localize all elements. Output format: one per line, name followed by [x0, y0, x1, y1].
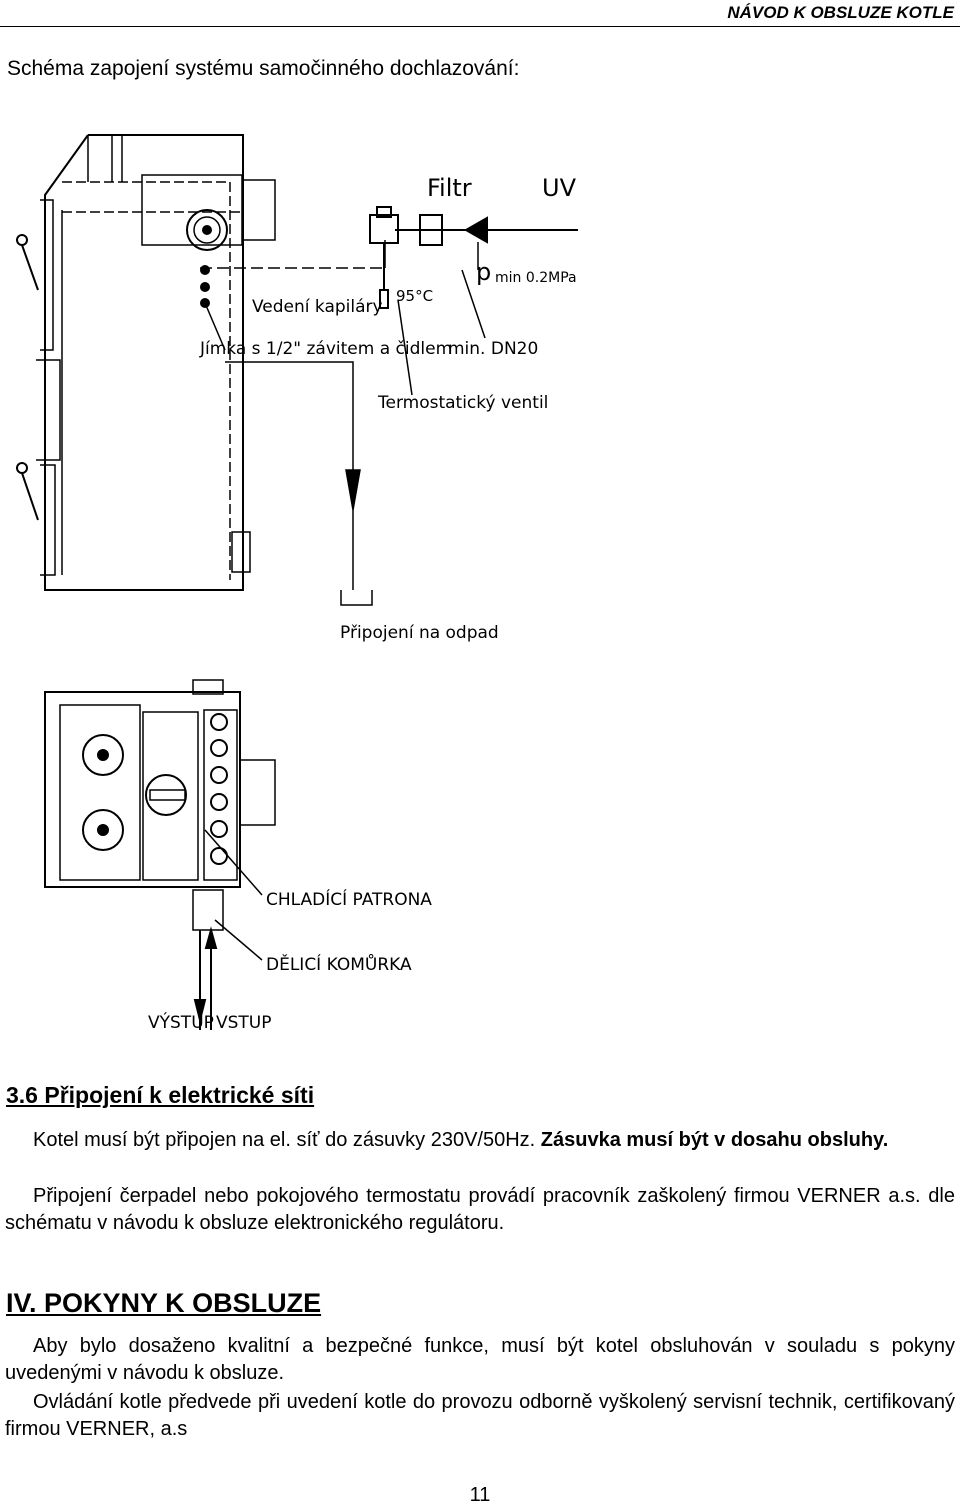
label-pmin: min 0.2MPa	[495, 270, 577, 286]
section-iv-heading: IV. POKYNY K OBSLUZE	[6, 1288, 322, 1318]
schema-labels: Filtr UV p min 0.2MPa 95°C Vedení kapilá…	[199, 174, 577, 643]
detail-labels: CHLADÍCÍ PATRONA DĚLICÍ KOMŮRKA VÝSTUP V…	[148, 888, 432, 1033]
label-filtr: Filtr	[427, 174, 472, 202]
boiler-detail-view	[44, 679, 276, 1030]
section-iv-p1-text: Aby bylo dosaženo kvalitní a bezpečné fu…	[5, 1335, 955, 1384]
section-3-6-p1-text: Kotel musí být připojen na el. síť do zá…	[33, 1129, 541, 1151]
section-3-6-heading: 3.6 Připojení k elektrické síti	[6, 1082, 315, 1108]
label-odpad: Připojení na odpad	[340, 623, 499, 643]
label-temp: 95°C	[396, 287, 433, 305]
label-jimka: Jímka s 1/2" závitem a čidlem	[199, 339, 452, 359]
section-3-6-p2-text: Připojení čerpadel nebo pokojového termo…	[5, 1185, 955, 1234]
label-vedeni: Vedení kapiláry	[252, 297, 383, 317]
label-patrona: CHLADÍCÍ PATRONA	[266, 888, 432, 910]
header-rule	[0, 26, 960, 27]
section-3-6-paragraph-2: Připojení čerpadel nebo pokojového termo…	[5, 1183, 955, 1237]
label-uv: UV	[542, 174, 577, 202]
label-komurka: DĚLICÍ KOMŮRKA	[266, 953, 412, 975]
label-dn20: min. DN20	[448, 339, 538, 359]
label-vystup: VÝSTUP	[148, 1011, 214, 1033]
section-iv-paragraph-2: Ovládání kotle předvede při uvedení kotl…	[5, 1389, 955, 1443]
label-p: p	[476, 258, 491, 286]
schema-caption: Schéma zapojení systému samočinného doch…	[7, 57, 520, 80]
section-iv-paragraph-1: Aby bylo dosaženo kvalitní a bezpečné fu…	[5, 1333, 955, 1387]
label-vstup: VSTUP	[216, 1013, 272, 1033]
section-3-6-p1-bold: Zásuvka musí být v dosahu obsluhy.	[540, 1129, 889, 1151]
section-iv-p2-text: Ovládání kotle předvede při uvedení kotl…	[5, 1391, 955, 1440]
page-number: 11	[469, 1484, 491, 1503]
capillary-lines	[200, 240, 386, 606]
label-ventil: Termostatický ventil	[377, 393, 548, 413]
boiler-side-view	[16, 134, 276, 591]
technical-drawing: Filtr UV p min 0.2MPa 95°C Vedení kapilá…	[16, 134, 578, 1033]
section-3-6-paragraph-1: Kotel musí být připojen na el. síť do zá…	[5, 1127, 955, 1154]
water-inlet	[369, 206, 578, 396]
header-title: NÁVOD K OBSLUZE KOTLE	[727, 3, 954, 22]
